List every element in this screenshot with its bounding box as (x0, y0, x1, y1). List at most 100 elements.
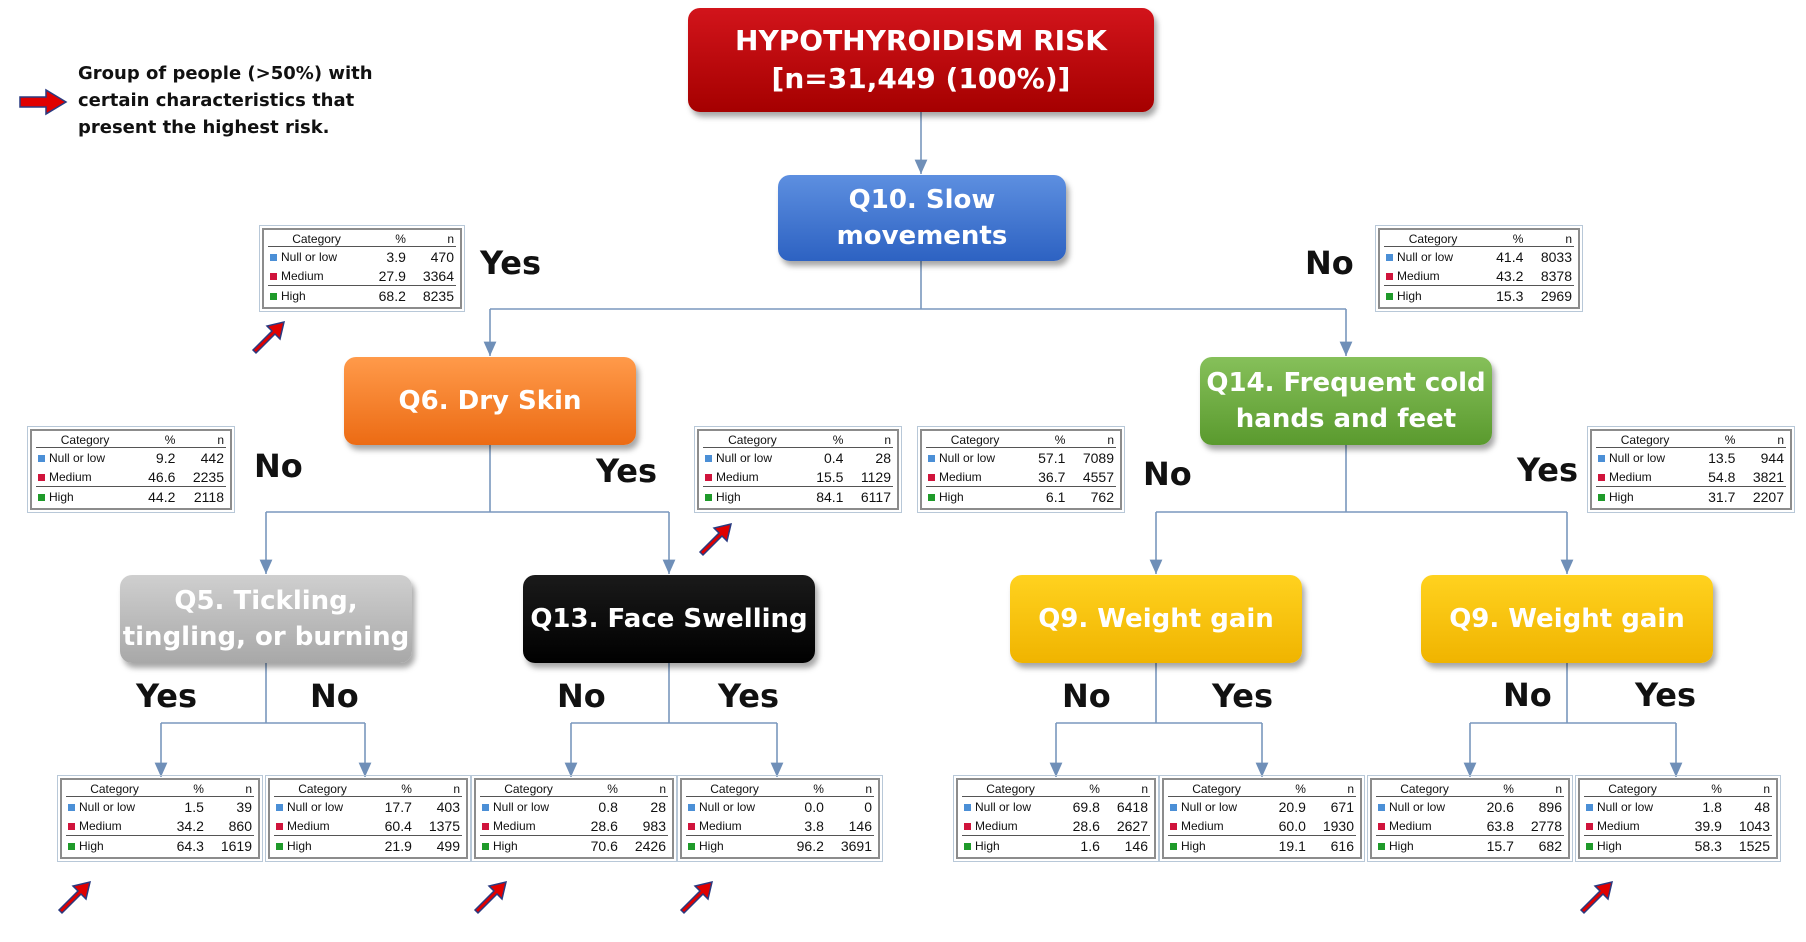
stats-n-cell: 2426 (619, 835, 668, 855)
category-label: Null or low (287, 799, 344, 814)
stats-percent-cell: 36.7 (1038, 468, 1066, 485)
stats-header-category: Category (36, 433, 135, 448)
stats-n-cell: 682 (1515, 835, 1564, 855)
stats-category-cell: Medium (36, 467, 134, 487)
category-label: High (1609, 489, 1634, 504)
stats-header-category: Category (268, 232, 366, 247)
stats-percent-cell: 39.9 (1694, 817, 1722, 834)
category-swatch-icon (1586, 822, 1593, 830)
stats-category-cell: High (1168, 835, 1266, 855)
stats-percent-cell: 28.6 (590, 817, 618, 834)
node-root: HYPOTHYROIDISM RISK [n=31,449 (100%)] (688, 8, 1154, 112)
stats-n-cell: 1525 (1723, 835, 1772, 855)
stats-percent-cell: 17.7 (384, 798, 412, 815)
category-label: Medium (1609, 469, 1652, 484)
edge-label-q14-no: No (1143, 455, 1192, 493)
stats-category-cell: Null or low (36, 448, 134, 468)
category-swatch-icon (1170, 842, 1177, 850)
category-label: High (79, 838, 104, 853)
stats-header-category: Category (1168, 782, 1266, 797)
stats-category-cell: Null or low (1384, 247, 1482, 267)
stats-category-cell: High (36, 486, 135, 506)
stats-header-percent: % (801, 433, 846, 448)
edge-label-q9b-yes: Yes (1635, 676, 1696, 714)
stats-n-cell: 146 (848, 817, 872, 834)
stats-category-cell: Medium (1376, 816, 1473, 836)
stats-category-cell: Medium (926, 467, 1024, 487)
stats-header-category: Category (1596, 433, 1695, 448)
stats-n-cell: 944 (1760, 449, 1784, 466)
stats-n-cell: 2207 (1737, 486, 1786, 506)
stats-percent-cell: 43.2 (1496, 267, 1524, 284)
stats-percent-cell: 15.3 (1482, 285, 1526, 305)
stats-header-n: n (845, 433, 893, 448)
stats-percent-cell: 3.8 (804, 817, 824, 834)
stats-category-cell: High (274, 835, 372, 855)
stats-category-cell: Medium (686, 816, 783, 836)
category-label: Medium (281, 268, 324, 283)
stats-percent-cell: 0.8 (598, 798, 618, 815)
category-swatch-icon (1386, 253, 1393, 261)
category-label: High (493, 838, 518, 853)
stats-n-cell: 4557 (1082, 468, 1114, 485)
stats-header-category: Category (686, 782, 784, 797)
category-label: Medium (1397, 268, 1440, 283)
category-label: Medium (493, 818, 536, 833)
stats-category-cell: High (686, 835, 784, 855)
stats-n-cell: 7089 (1082, 449, 1114, 466)
category-swatch-icon (38, 473, 45, 481)
stats-category-cell: Medium (703, 467, 802, 487)
category-label: High (716, 489, 741, 504)
category-swatch-icon (482, 822, 489, 830)
node-q5: Q5. Tickling, tingling, or burning (120, 575, 412, 663)
node-q14: Q14. Frequent cold hands and feet (1200, 357, 1492, 445)
category-swatch-icon (1586, 803, 1593, 811)
category-swatch-icon (1378, 842, 1385, 850)
stats-category-cell: High (1596, 486, 1695, 506)
category-swatch-icon (964, 842, 971, 850)
stats-percent-cell: 46.6 (148, 468, 176, 485)
category-swatch-icon (928, 454, 935, 462)
stats-percent-cell: 34.2 (176, 817, 204, 834)
category-swatch-icon (705, 454, 712, 462)
category-label: Null or low (1181, 799, 1238, 814)
stats-percent-cell: 1.5 (184, 798, 204, 815)
stats-n-cell: 1930 (1322, 817, 1354, 834)
stats-header-category: Category (1384, 232, 1483, 247)
stats-percent-cell: 20.9 (1278, 798, 1306, 815)
stats-category-cell: High (268, 285, 366, 305)
category-swatch-icon (276, 842, 283, 850)
category-swatch-icon (688, 842, 695, 850)
node-q13: Q13. Face Swelling (523, 575, 815, 663)
stats-percent-cell: 60.4 (384, 817, 412, 834)
stats-header-n: n (1307, 782, 1356, 797)
stats-n-cell: 2969 (1525, 285, 1574, 305)
category-swatch-icon (1598, 473, 1605, 481)
highest-risk-arrow-icon (57, 880, 92, 915)
edge-label-q9a-yes: Yes (1212, 677, 1273, 715)
stats-percent-cell: 6.1 (1024, 486, 1068, 506)
node-q6: Q6. Dry Skin (344, 357, 636, 445)
stats-n-cell: 8033 (1540, 248, 1572, 265)
stats-n-cell: 403 (436, 798, 460, 815)
stats-header-n: n (1101, 782, 1150, 797)
stats-n-cell: 2627 (1116, 817, 1148, 834)
